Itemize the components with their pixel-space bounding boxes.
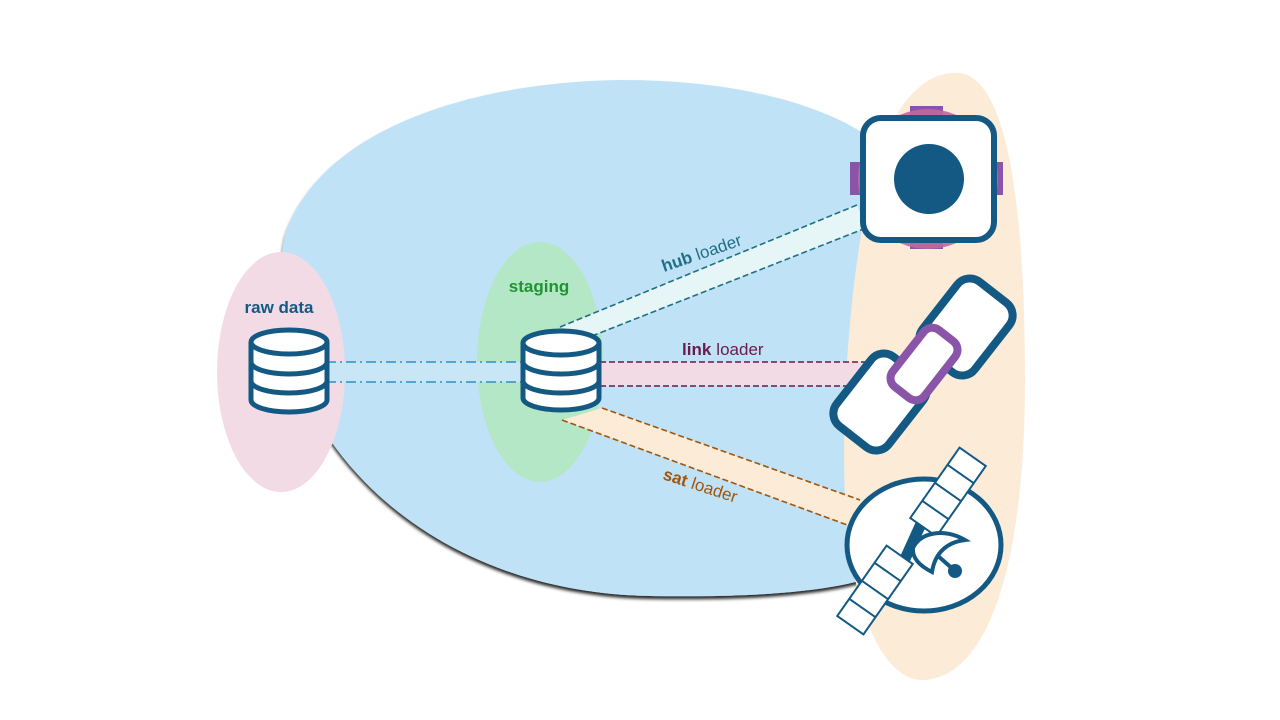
sat-loader-band [562, 408, 860, 526]
raw-database-icon [248, 327, 330, 415]
sat-loader-line-top [601, 407, 861, 501]
hub-loader-line-bottom [591, 227, 867, 337]
hub-icon [850, 106, 1003, 249]
hub-loader-band [560, 205, 866, 336]
sat-loader-line-bottom [561, 419, 851, 527]
staging-label: staging [509, 277, 569, 296]
raw-to-staging-band [326, 362, 522, 382]
link-icon [829, 274, 1017, 455]
link-key-text: link [682, 340, 712, 359]
staging-database-icon [520, 328, 602, 413]
raw-data-label: raw data [245, 298, 315, 317]
satellite-icon [835, 446, 1004, 636]
link-loader-band [600, 362, 870, 386]
link-loader-word: loader [716, 340, 764, 359]
